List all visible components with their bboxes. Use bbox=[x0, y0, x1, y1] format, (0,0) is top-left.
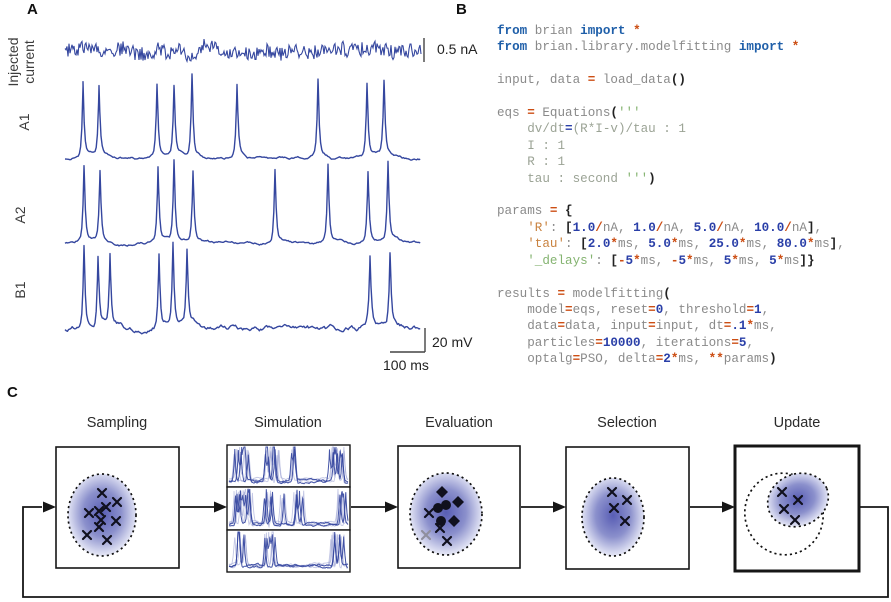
code-line: I : 1 bbox=[497, 138, 566, 153]
x-marker bbox=[621, 494, 633, 506]
x-marker bbox=[776, 486, 788, 498]
x-marker bbox=[100, 501, 112, 513]
flow-diagram bbox=[22, 444, 889, 598]
circle-marker bbox=[441, 500, 451, 510]
code-line: 'tau': [2.0*ms, 5.0*ms, 25.0*ms, 80.0*ms… bbox=[527, 237, 845, 252]
feedback-arrow-head bbox=[43, 501, 56, 513]
arrow-sampling-simulation-head bbox=[214, 501, 227, 513]
code-line: particles=10000, iterations=5, bbox=[497, 335, 754, 350]
step-title-sampling: Sampling bbox=[86, 415, 148, 431]
code-listing: from brian import * from brian.library.mo… bbox=[497, 23, 845, 368]
arrow-simulation-evaluation-head bbox=[385, 501, 398, 513]
box-simulation bbox=[226, 444, 351, 573]
code-line: '_delays': [-5*ms, -5*ms, 5*ms, 5*ms]} bbox=[527, 253, 815, 268]
arrow-selection-update-head bbox=[722, 501, 735, 513]
step-title-simulation: Simulation bbox=[254, 415, 322, 431]
circle-marker bbox=[433, 503, 443, 513]
diamond-marker bbox=[436, 486, 448, 498]
voltage-scale-label: 20 mV bbox=[432, 334, 473, 350]
x-marker bbox=[778, 503, 790, 515]
x-marker bbox=[420, 529, 432, 541]
trace-injected-current bbox=[64, 39, 422, 64]
simulation-trace bbox=[228, 531, 348, 569]
code-line: 'R': [1.0/nA, 1.0/nA, 5.0/nA, 10.0/nA], bbox=[527, 220, 823, 235]
code-line: eqs = Equations(''' bbox=[497, 106, 641, 121]
code-line: R : 1 bbox=[497, 155, 566, 170]
injected-label-line2: current bbox=[21, 40, 38, 84]
step-title-evaluation: Evaluation bbox=[425, 415, 493, 431]
step-title-selection: Selection bbox=[597, 415, 657, 431]
diamond-marker bbox=[448, 515, 460, 527]
x-marker bbox=[81, 529, 93, 541]
code-line: from brian.library.modelfitting import * bbox=[497, 40, 800, 55]
simulation-trace bbox=[228, 446, 349, 485]
code-line bbox=[497, 89, 845, 105]
trace-b1 bbox=[64, 241, 421, 335]
feedback-loop-line bbox=[22, 506, 889, 598]
simulation-trace bbox=[228, 488, 349, 526]
code-line: dv/dt=(R*I-v)/tau : 1 bbox=[497, 122, 686, 137]
x-marker bbox=[619, 515, 631, 527]
circle-marker bbox=[436, 516, 446, 526]
panel-a-traces bbox=[64, 39, 422, 335]
x-marker bbox=[789, 514, 801, 526]
trace-a2 bbox=[64, 159, 421, 247]
code-line: from brian import * bbox=[497, 24, 641, 38]
time-scale-label: 100 ms bbox=[383, 357, 429, 373]
x-marker bbox=[792, 494, 804, 506]
code-line: optalg=PSO, delta=2*ms, **params) bbox=[497, 352, 777, 367]
panel-a-scalebars bbox=[390, 38, 426, 353]
current-scale-label: 0.5 nA bbox=[437, 41, 478, 57]
simulation-trace bbox=[228, 446, 349, 483]
step-title-update: Update bbox=[773, 415, 821, 431]
x-marker bbox=[96, 487, 108, 499]
code-line: tau : second ''') bbox=[497, 171, 656, 186]
code-line: results = modelfitting( bbox=[497, 286, 671, 301]
trace-label-a1: A1 bbox=[16, 113, 32, 131]
injected-current-label: Injected current bbox=[5, 16, 47, 108]
code-line bbox=[497, 187, 845, 203]
code-line: model=eqs, reset=0, threshold=1, bbox=[497, 302, 770, 317]
code-line bbox=[497, 56, 845, 72]
simulation-trace bbox=[228, 531, 348, 569]
trace-a1 bbox=[64, 73, 421, 161]
x-marker bbox=[606, 486, 618, 498]
code-line bbox=[497, 269, 845, 285]
trace-label-a2: A2 bbox=[12, 206, 28, 224]
x-marker bbox=[423, 507, 435, 519]
diamond-marker bbox=[452, 496, 464, 508]
simulation-trace bbox=[228, 488, 349, 524]
code-line: params = { bbox=[497, 204, 573, 219]
x-marker bbox=[101, 534, 113, 546]
arrow-evaluation-selection-head bbox=[553, 501, 566, 513]
injected-label-line1: Injected bbox=[5, 37, 21, 87]
x-marker bbox=[111, 496, 123, 508]
code-line: data=data, input=input, dt=.1*ms, bbox=[497, 319, 777, 334]
x-marker bbox=[441, 535, 453, 547]
x-marker bbox=[93, 505, 105, 517]
panel-b-label: B bbox=[456, 1, 467, 18]
x-marker bbox=[93, 521, 105, 533]
trace-label-b1: B1 bbox=[12, 281, 28, 299]
panel-a-label: A bbox=[27, 1, 38, 18]
panel-c-label: C bbox=[7, 384, 18, 401]
x-marker bbox=[83, 507, 95, 519]
x-marker bbox=[110, 515, 122, 527]
voltage-time-scalebar bbox=[390, 328, 426, 353]
code-line: input, data = load_data() bbox=[497, 73, 686, 88]
x-marker bbox=[608, 502, 620, 514]
